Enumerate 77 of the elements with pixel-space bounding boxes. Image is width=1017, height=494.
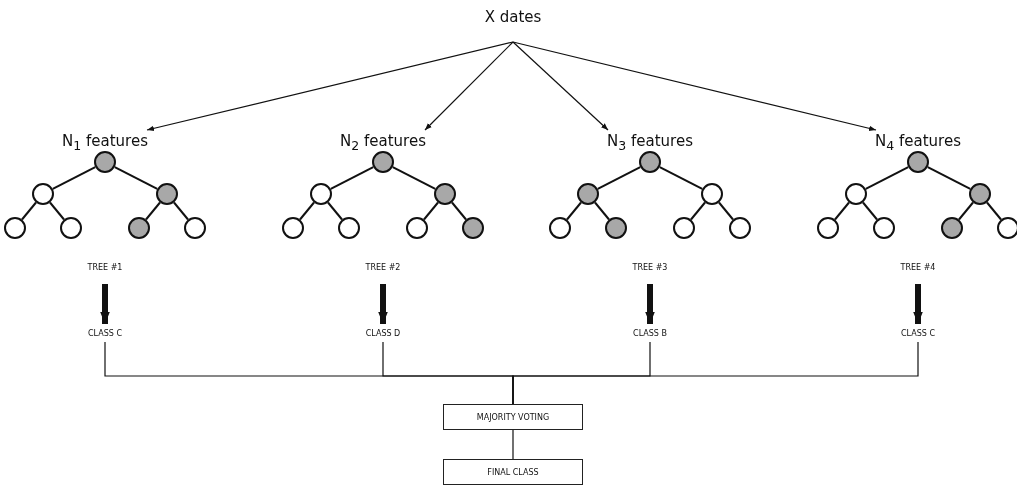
tree-node-circle: [184, 217, 206, 239]
tree-node-circle: [873, 217, 895, 239]
tree-label: TREE #2: [353, 262, 413, 274]
tree-node-circle: [4, 217, 26, 239]
connector-line: [718, 201, 734, 221]
connector-line: [327, 201, 343, 221]
connector-line: [329, 166, 375, 190]
arrow: [512, 41, 877, 132]
connector-line: [596, 166, 642, 190]
arrow: [146, 41, 514, 132]
connector-line: [512, 341, 919, 405]
feature-label: N$_{1}$ features: [55, 130, 155, 152]
class-label: CLASS C: [888, 328, 948, 340]
connector-line: [834, 201, 850, 221]
class-label: CLASS C: [75, 328, 135, 340]
tree-node-circle: [549, 217, 571, 239]
process-box: FINAL CLASS: [443, 459, 583, 485]
connector-line: [51, 166, 97, 190]
tree-node-circle: [282, 217, 304, 239]
tree-node-circle: [60, 217, 82, 239]
connector-line: [21, 201, 37, 221]
connector-line: [864, 166, 910, 190]
connector-line: [391, 166, 437, 190]
heading-text: X dates: [470, 6, 556, 28]
connector-line: [986, 201, 1002, 221]
tree-node-circle: [156, 183, 178, 205]
arrow: [424, 41, 514, 131]
tree-node-circle: [372, 151, 394, 173]
tree-node-circle: [577, 183, 599, 205]
arrow: [913, 284, 923, 324]
connector-line: [423, 201, 439, 221]
tree-node-circle: [941, 217, 963, 239]
feature-label: N$_{3}$ features: [600, 130, 700, 152]
connector-line: [690, 201, 706, 221]
tree-node-circle: [907, 151, 929, 173]
tree-node-circle: [310, 183, 332, 205]
tree-node-circle: [997, 217, 1017, 239]
tree-node-circle: [32, 183, 54, 205]
connector-line: [566, 201, 582, 221]
class-label: CLASS B: [620, 328, 680, 340]
connector-line: [958, 201, 974, 221]
arrow: [100, 284, 110, 324]
process-box: MAJORITY VOTING: [443, 404, 583, 430]
feature-label: N$_{4}$ features: [868, 130, 968, 152]
connector-line: [113, 166, 159, 190]
connector-line: [862, 201, 878, 221]
connector-line: [49, 201, 65, 221]
tree-label: TREE #3: [620, 262, 680, 274]
tree-node-circle: [673, 217, 695, 239]
arrow: [378, 284, 388, 324]
tree-node-circle: [605, 217, 627, 239]
tree-node-circle: [434, 183, 456, 205]
tree-node-circle: [969, 183, 991, 205]
class-label: CLASS D: [353, 328, 413, 340]
tree-node-circle: [817, 217, 839, 239]
tree-node-circle: [94, 151, 116, 173]
tree-label: TREE #1: [75, 262, 135, 274]
feature-label: N$_{2}$ features: [333, 130, 433, 152]
arrow: [512, 41, 609, 131]
tree-node-circle: [845, 183, 867, 205]
arrow: [645, 284, 655, 324]
connector-line: [926, 166, 972, 190]
tree-node-circle: [462, 217, 484, 239]
connector-line: [451, 201, 467, 221]
connector-line: [594, 201, 610, 221]
tree-label: TREE #4: [888, 262, 948, 274]
connector-line: [658, 166, 704, 190]
connector-line: [173, 201, 189, 221]
tree-node-circle: [639, 151, 661, 173]
connector-line: [512, 429, 514, 460]
tree-node-circle: [128, 217, 150, 239]
tree-node-circle: [701, 183, 723, 205]
tree-node-circle: [406, 217, 428, 239]
tree-node-circle: [338, 217, 360, 239]
tree-node-circle: [729, 217, 751, 239]
connector-line: [145, 201, 161, 221]
connector-line: [299, 201, 315, 221]
